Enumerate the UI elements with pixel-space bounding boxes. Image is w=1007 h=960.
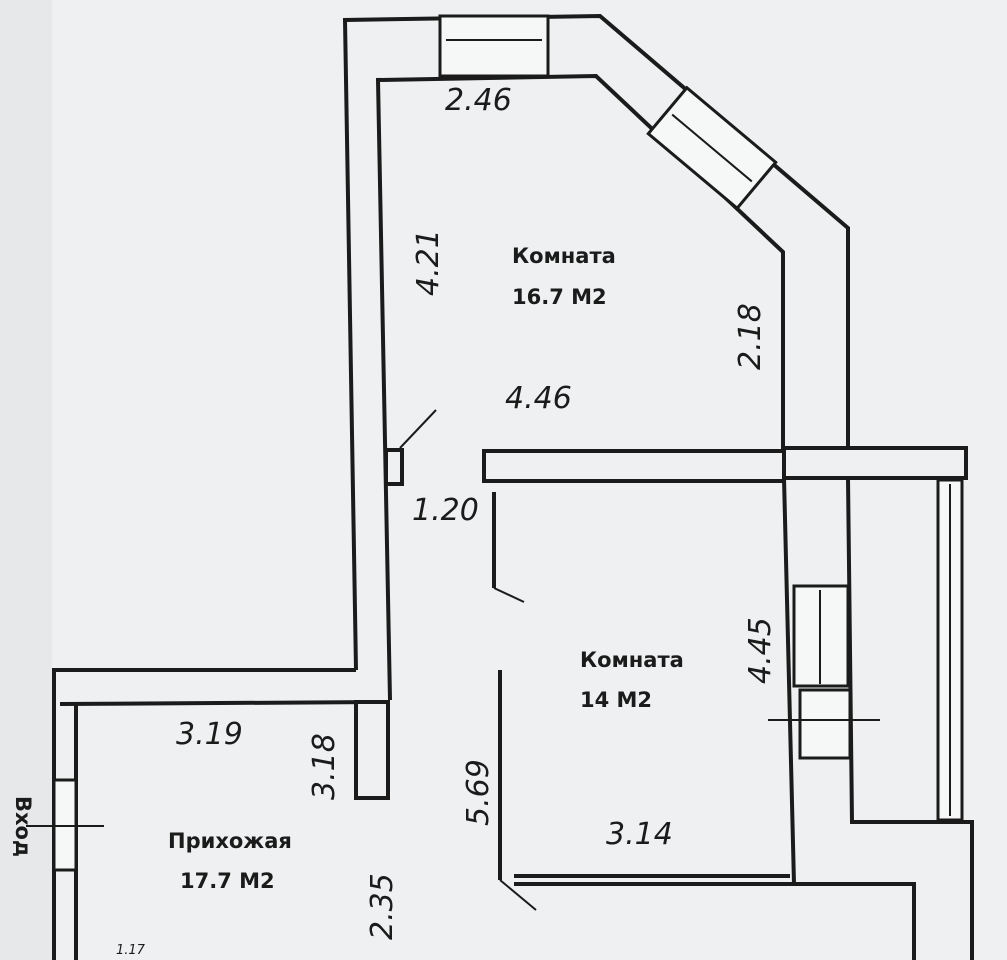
room1-name: Комната bbox=[512, 244, 616, 268]
balcony-top-wall bbox=[782, 446, 968, 480]
dim-room1-top: 2.46 bbox=[445, 83, 512, 118]
column bbox=[384, 448, 404, 486]
door-swing-line bbox=[399, 409, 437, 449]
partition-wall bbox=[482, 449, 786, 483]
door3-swing bbox=[499, 879, 537, 911]
window-top bbox=[438, 14, 550, 78]
dim-room1-right: 2.18 bbox=[733, 303, 768, 370]
balcony-threshold bbox=[798, 688, 852, 760]
room2-name: Комната bbox=[580, 648, 684, 672]
hall-name: Прихожая bbox=[168, 829, 292, 853]
room2-right-wall bbox=[782, 477, 796, 885]
window-diagonal bbox=[646, 85, 778, 211]
dim-room2-left: 5.69 bbox=[461, 759, 496, 826]
dim-hall-small: 1.17 bbox=[116, 943, 146, 958]
dim-hall-side: 3.18 bbox=[307, 733, 342, 800]
door2-swing bbox=[493, 587, 525, 603]
room1-area: 16.7 М2 bbox=[512, 285, 607, 309]
room2-bottom-wall bbox=[514, 882, 916, 960]
dim-room1-left: 4.21 bbox=[411, 229, 446, 296]
dim-hall-top: 3.19 bbox=[176, 717, 243, 752]
balcony-outer-wall bbox=[846, 477, 974, 960]
entrance-label: Вход bbox=[11, 796, 35, 857]
room1-inner-wall bbox=[375, 73, 785, 701]
room2-area: 14 М2 bbox=[580, 688, 652, 712]
hall-area: 17.7 М2 bbox=[180, 869, 275, 893]
room1-outer-wall bbox=[342, 13, 965, 671]
dim-room1-bottom: 4.46 bbox=[505, 381, 572, 416]
dim-room2-bottom: 3.14 bbox=[606, 817, 673, 852]
paper-margin bbox=[0, 0, 52, 960]
dim-room2-right: 4.45 bbox=[743, 617, 778, 684]
dim-door-width: 1.20 bbox=[412, 493, 479, 528]
hall-column bbox=[354, 700, 390, 800]
dim-hall-lower: 2.35 bbox=[365, 873, 400, 940]
